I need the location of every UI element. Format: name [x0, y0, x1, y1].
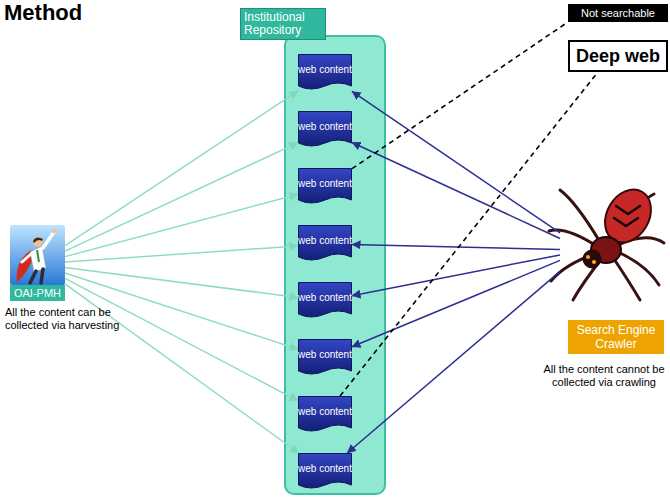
not-indexed-link: [340, 72, 598, 396]
page-label: web content: [298, 453, 352, 484]
harvest-arrow: [65, 143, 298, 252]
page-label: web content: [298, 396, 352, 427]
heading-label: Deep web: [576, 45, 660, 67]
web-content-page: web content: [298, 282, 352, 320]
slide-title: Method: [4, 0, 82, 26]
page-label: web content: [298, 111, 352, 142]
crawl-arrow: [347, 271, 560, 453]
page-label: web content: [298, 225, 352, 256]
crawl-arrow: [352, 245, 560, 250]
page-label: web content: [298, 168, 352, 199]
page-outline: [299, 226, 352, 261]
deep-web-box: Deep web: [568, 40, 668, 72]
crawl-arrow: [352, 255, 560, 296]
page-label: web content: [298, 282, 352, 313]
crawl-arrow: [352, 260, 560, 346]
page-outline: [299, 340, 352, 375]
page-label: web content: [298, 54, 352, 85]
web-content-page: web content: [298, 453, 352, 491]
harvest-arrow: [65, 91, 298, 246]
web-content-page: web content: [298, 396, 352, 434]
spider-icon: [549, 181, 664, 300]
harvest-arrow: [65, 284, 299, 453]
crawl-arrow: [352, 91, 560, 233]
repository-label: Institutional Repository: [240, 8, 326, 40]
page-outline: [299, 397, 352, 432]
status-label: Not searchable: [571, 7, 665, 19]
page-outline: [299, 169, 352, 204]
tool-label: OAI-PMH: [10, 285, 65, 301]
web-content-page: web content: [298, 54, 352, 92]
web-content-page: web content: [298, 111, 352, 149]
tool-label: Search Engine Crawler: [568, 320, 664, 354]
page-label: web content: [298, 339, 352, 370]
harvest-arrow: [65, 246, 298, 262]
web-content-page: web content: [298, 339, 352, 377]
crawl-arrow: [352, 142, 560, 238]
page-outline: [299, 454, 352, 489]
caption-note: All the content cannot be collected via …: [540, 363, 668, 389]
harvest-arrow: [65, 268, 298, 298]
page-outline: [299, 283, 352, 318]
caption-note: All the content can be collected via har…: [5, 306, 143, 332]
web-content-page: web content: [298, 168, 352, 206]
superhero-icon: [10, 225, 65, 285]
search-crawler: Search Engine CrawlerAll the content can…: [540, 185, 668, 400]
harvest-arrow: [65, 273, 298, 349]
not-indexed-link: [352, 22, 568, 169]
harvest-arrow: [65, 278, 298, 400]
web-content-page: web content: [298, 225, 352, 263]
page-outline: [299, 55, 352, 90]
harvest-arrow: [65, 194, 298, 256]
status-box: Not searchable: [568, 4, 668, 22]
page-outline: [299, 112, 352, 147]
